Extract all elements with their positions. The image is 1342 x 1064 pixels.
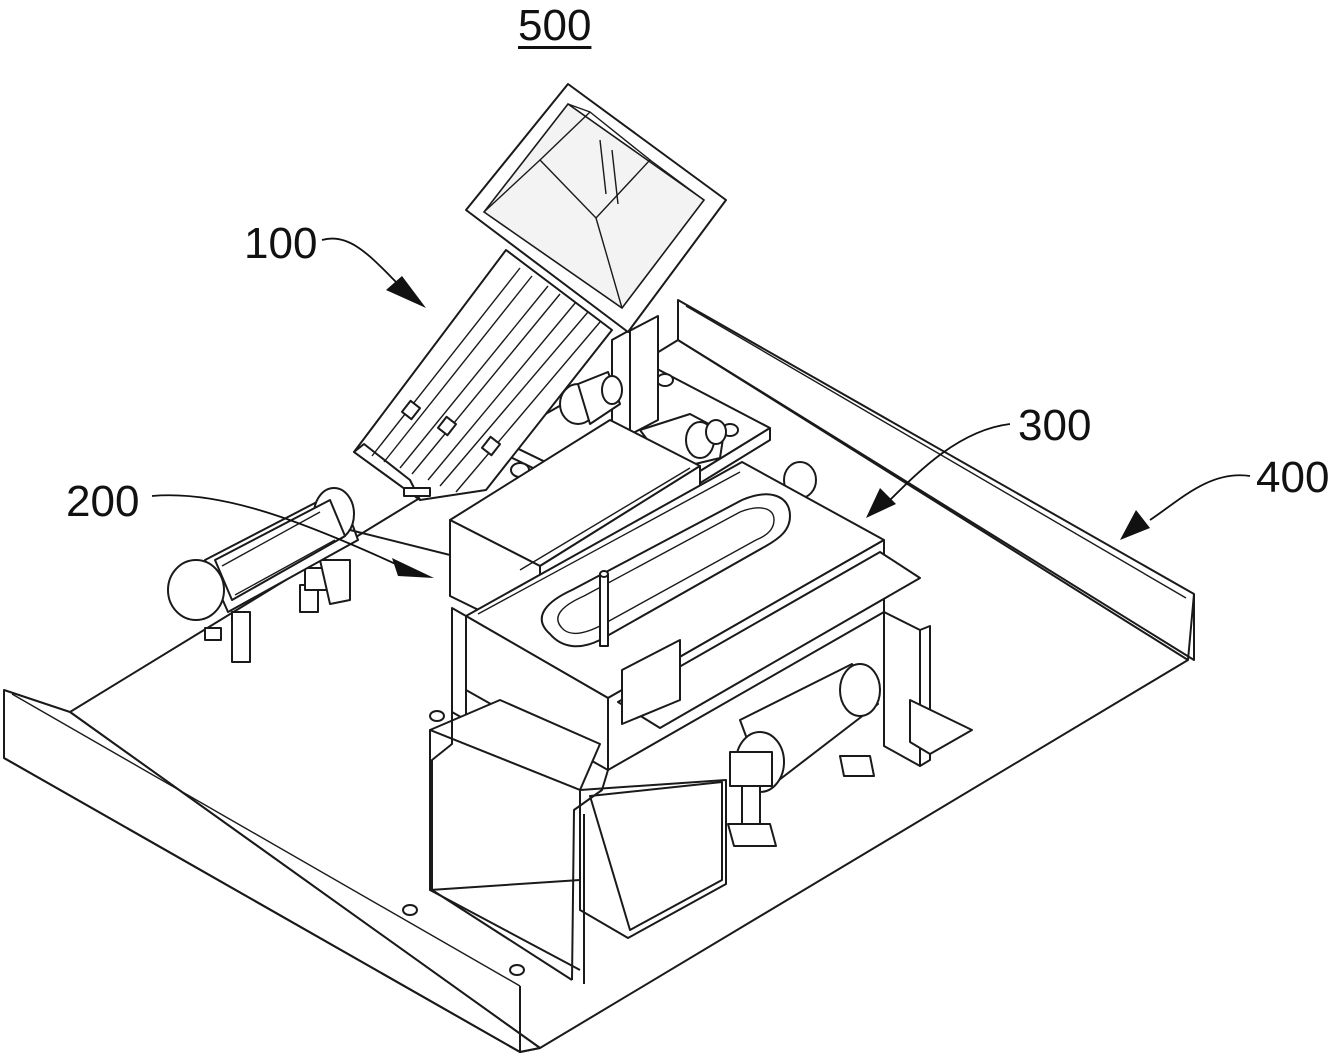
part-label-300: 300 <box>1018 404 1091 448</box>
part-label-200: 200 <box>66 480 139 524</box>
leader-400 <box>1120 475 1250 540</box>
assembly-label: 500 <box>518 4 591 48</box>
part-label-100: 100 <box>244 222 317 266</box>
part-label-400: 400 <box>1256 456 1329 500</box>
leader-100 <box>322 239 426 308</box>
